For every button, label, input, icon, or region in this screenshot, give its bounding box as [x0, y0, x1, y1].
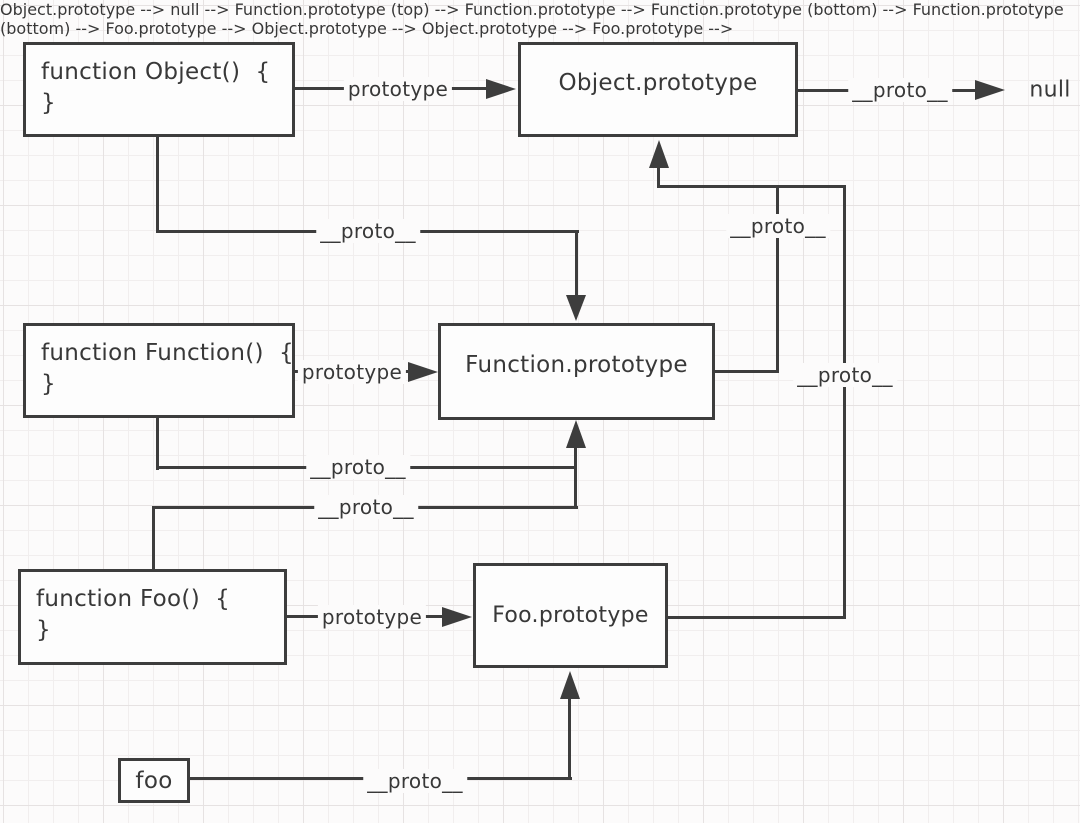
box-function-function: function Function() { } [23, 323, 295, 418]
null-terminal: null [1029, 77, 1071, 103]
arrow-up-icon [649, 140, 669, 168]
arrow-right-icon [975, 80, 1005, 100]
box-foo-instance: foo [118, 758, 190, 803]
box-text: Object.prototype [558, 69, 758, 96]
edge-functionproto-objectproto-line [713, 370, 779, 373]
box-text: Function.prototype [465, 351, 688, 378]
box-text: foo [135, 767, 173, 794]
arrow-up-icon [566, 420, 586, 448]
arrow-up-icon [560, 671, 580, 699]
arrow-right-icon [442, 607, 472, 627]
edge-fooinstance-fooproto-line [568, 698, 571, 780]
edge-label-proto: __proto__ [363, 769, 467, 793]
edge-label-prototype: prototype [297, 360, 407, 384]
edge-label-proto: __proto__ [316, 219, 420, 243]
edge-functionfn-proto-line [156, 418, 159, 470]
box-object-prototype: Object.prototype [518, 42, 798, 137]
edge-label-proto: __proto__ [726, 214, 830, 238]
arrow-right-icon [486, 79, 516, 99]
edge-functionproto-objectproto-line [776, 185, 779, 373]
edge-label-prototype: prototype [317, 605, 427, 629]
edge-label-prototype: prototype [343, 77, 453, 101]
edge-fooproto-objectproto-line [668, 616, 846, 619]
box-text: } [41, 371, 56, 398]
edge-label-proto: __proto__ [306, 455, 410, 479]
arrow-down-icon [566, 295, 586, 321]
box-text: Foo.prototype [492, 603, 649, 628]
box-function-prototype: Function.prototype [438, 323, 715, 420]
box-function-object: function Object() { } [23, 42, 295, 137]
box-text: function Function() { [41, 340, 294, 366]
edge-label-proto: __proto__ [848, 78, 952, 102]
edge-label-proto: __proto__ [314, 495, 418, 519]
edge-fooproto-objectproto-line [843, 185, 846, 619]
box-text: } [36, 617, 51, 644]
box-text: } [41, 90, 56, 117]
edge-shared-proto-line [574, 444, 577, 509]
edge-shared-objectproto-line [657, 185, 846, 188]
box-function-foo: function Foo() { } [18, 569, 287, 665]
box-foo-prototype: Foo.prototype [473, 563, 668, 668]
box-text: function Object() { [41, 59, 271, 85]
edge-objectfn-proto-line [575, 230, 578, 298]
edge-foofn-proto-line [152, 506, 155, 569]
box-text: function Foo() { [36, 586, 231, 612]
arrow-right-icon [408, 362, 438, 382]
edge-shared-objectproto-line [657, 164, 660, 188]
edge-label-proto: __proto__ [793, 363, 897, 387]
edge-objectfn-proto-line [156, 137, 159, 233]
